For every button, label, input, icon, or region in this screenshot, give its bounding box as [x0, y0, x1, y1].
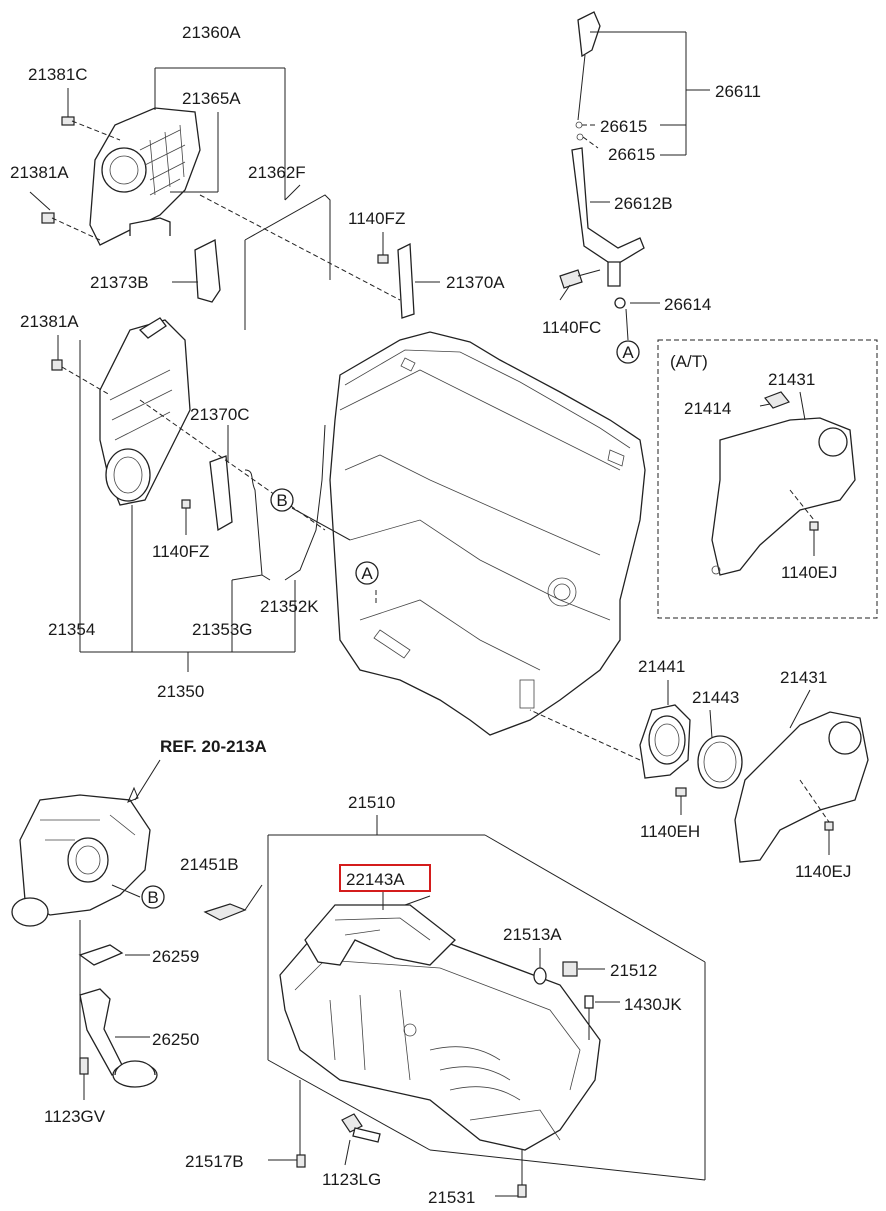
engine-block: [329, 331, 646, 736]
bolt-1140FC: [559, 269, 601, 289]
plate-21431-at: [711, 417, 856, 576]
bolt-1123GV: [79, 1057, 89, 1075]
part-labels: 21360A 21381C 21365A 21381A 21362F 1140F…: [10, 23, 851, 1207]
label-21360A: 21360A: [182, 23, 241, 42]
label-1140FZ-top: 1140FZ: [348, 209, 405, 228]
label-1140FC: 1140FC: [542, 318, 601, 337]
oil-seal-21443: [697, 735, 743, 789]
label-21414: 21414: [684, 399, 731, 418]
label-21517B: 21517B: [185, 1152, 244, 1171]
bolt-21381A-mid: [51, 359, 63, 371]
dipstick-26611: [575, 11, 601, 141]
tube-21352K: [284, 424, 326, 581]
callout-b-pump-letter: B: [147, 888, 158, 907]
seal-case-21441: [639, 704, 691, 779]
label-26259: 26259: [152, 947, 199, 966]
bracket-21373B: [194, 238, 221, 303]
bolt-1140FZ-mid: [181, 499, 191, 520]
bolt-1123LG: [341, 1113, 381, 1143]
callout-b-engine: B: [270, 488, 294, 512]
label-21443: 21443: [692, 688, 739, 707]
label-21350: 21350: [157, 682, 204, 701]
label-1123GV: 1123GV: [44, 1107, 106, 1126]
bolt-1140EJ: [824, 821, 834, 831]
label-1430JK: 1430JK: [624, 995, 682, 1014]
bolt-21517B: [296, 1154, 306, 1168]
label-21365A: 21365A: [182, 89, 241, 108]
bolt-1140FZ-top: [377, 244, 389, 264]
gasket-22143A: [304, 904, 456, 966]
strainer-26250: [79, 988, 158, 1088]
callout-b-pump: B: [141, 885, 165, 909]
label-21510: 21510: [348, 793, 395, 812]
label-26614: 26614: [664, 295, 711, 314]
label-21451B: 21451B: [180, 855, 239, 874]
label-21353G: 21353G: [192, 620, 253, 639]
label-21512: 21512: [610, 961, 657, 980]
label-21381A-mid: 21381A: [20, 312, 79, 331]
bolt-21381A-top: [41, 212, 55, 224]
plate-21431: [734, 711, 869, 863]
label-21370A: 21370A: [446, 273, 505, 292]
highlight-box-22143A: [339, 864, 431, 892]
label-22143A: 22143A: [346, 870, 405, 889]
callout-a-top-letter: A: [622, 343, 634, 362]
gasket-21362F: [244, 194, 331, 330]
label-1140EJ-at: 1140EJ: [781, 563, 837, 582]
gasket-21365A: [129, 217, 171, 236]
label-21373B: 21373B: [90, 273, 149, 292]
label-1123LG: 1123LG: [322, 1170, 381, 1189]
label-21362F: 21362F: [248, 163, 306, 182]
label-26611: 26611: [715, 82, 761, 101]
label-21531: 21531: [428, 1188, 475, 1207]
guide-tube-26612B: [571, 147, 645, 287]
oil-pump: [11, 794, 151, 927]
timing-cover-upper: [89, 107, 201, 246]
oring-26614: [614, 297, 626, 309]
label-21352K: 21352K: [260, 597, 319, 616]
callout-b-engine-letter: B: [276, 491, 287, 510]
label-21381C: 21381C: [28, 65, 88, 84]
leader-lines: [29, 31, 830, 1197]
timing-cover-lower: [99, 317, 191, 506]
label-21381A-top: 21381A: [10, 163, 69, 182]
label-1140FZ-mid: 1140FZ: [152, 542, 209, 561]
label-21441: 21441: [638, 657, 685, 676]
bolt-1140EH: [675, 787, 687, 797]
label-26250: 26250: [152, 1030, 199, 1049]
bracket-21414: [764, 391, 790, 409]
label-21354: 21354: [48, 620, 95, 639]
label-ref: REF. 20-213A: [160, 737, 267, 756]
leader-22143A: [404, 895, 431, 906]
label-at: (A/T): [670, 352, 708, 371]
washer-21513A: [533, 967, 547, 985]
label-21513A: 21513A: [503, 925, 562, 944]
bracket-21370C: [209, 455, 233, 532]
gasket-26259: [78, 944, 124, 966]
label-21431-at: 21431: [768, 370, 815, 389]
label-21370C: 21370C: [190, 405, 250, 424]
label-21431: 21431: [780, 668, 827, 687]
tube-21353G: [244, 469, 271, 581]
label-1140EH: 1140EH: [640, 822, 700, 841]
label-1140EJ: 1140EJ: [795, 862, 851, 881]
dowel-1430JK: [584, 995, 594, 1009]
bolt-21531: [517, 1184, 527, 1198]
bolt-1140EJ-at: [809, 521, 819, 531]
label-26615-a: 26615: [600, 117, 647, 136]
callout-a-engine-letter: A: [361, 564, 373, 583]
plug-21512: [562, 961, 578, 977]
sealant-21451B: [203, 903, 247, 921]
callout-a-engine: A: [355, 561, 379, 585]
label-26615-b: 26615: [608, 145, 655, 164]
callout-a-top: A: [616, 340, 640, 364]
bolt-21381C: [61, 110, 75, 126]
bracket-21370A: [397, 242, 415, 319]
label-26612B: 26612B: [614, 194, 673, 213]
